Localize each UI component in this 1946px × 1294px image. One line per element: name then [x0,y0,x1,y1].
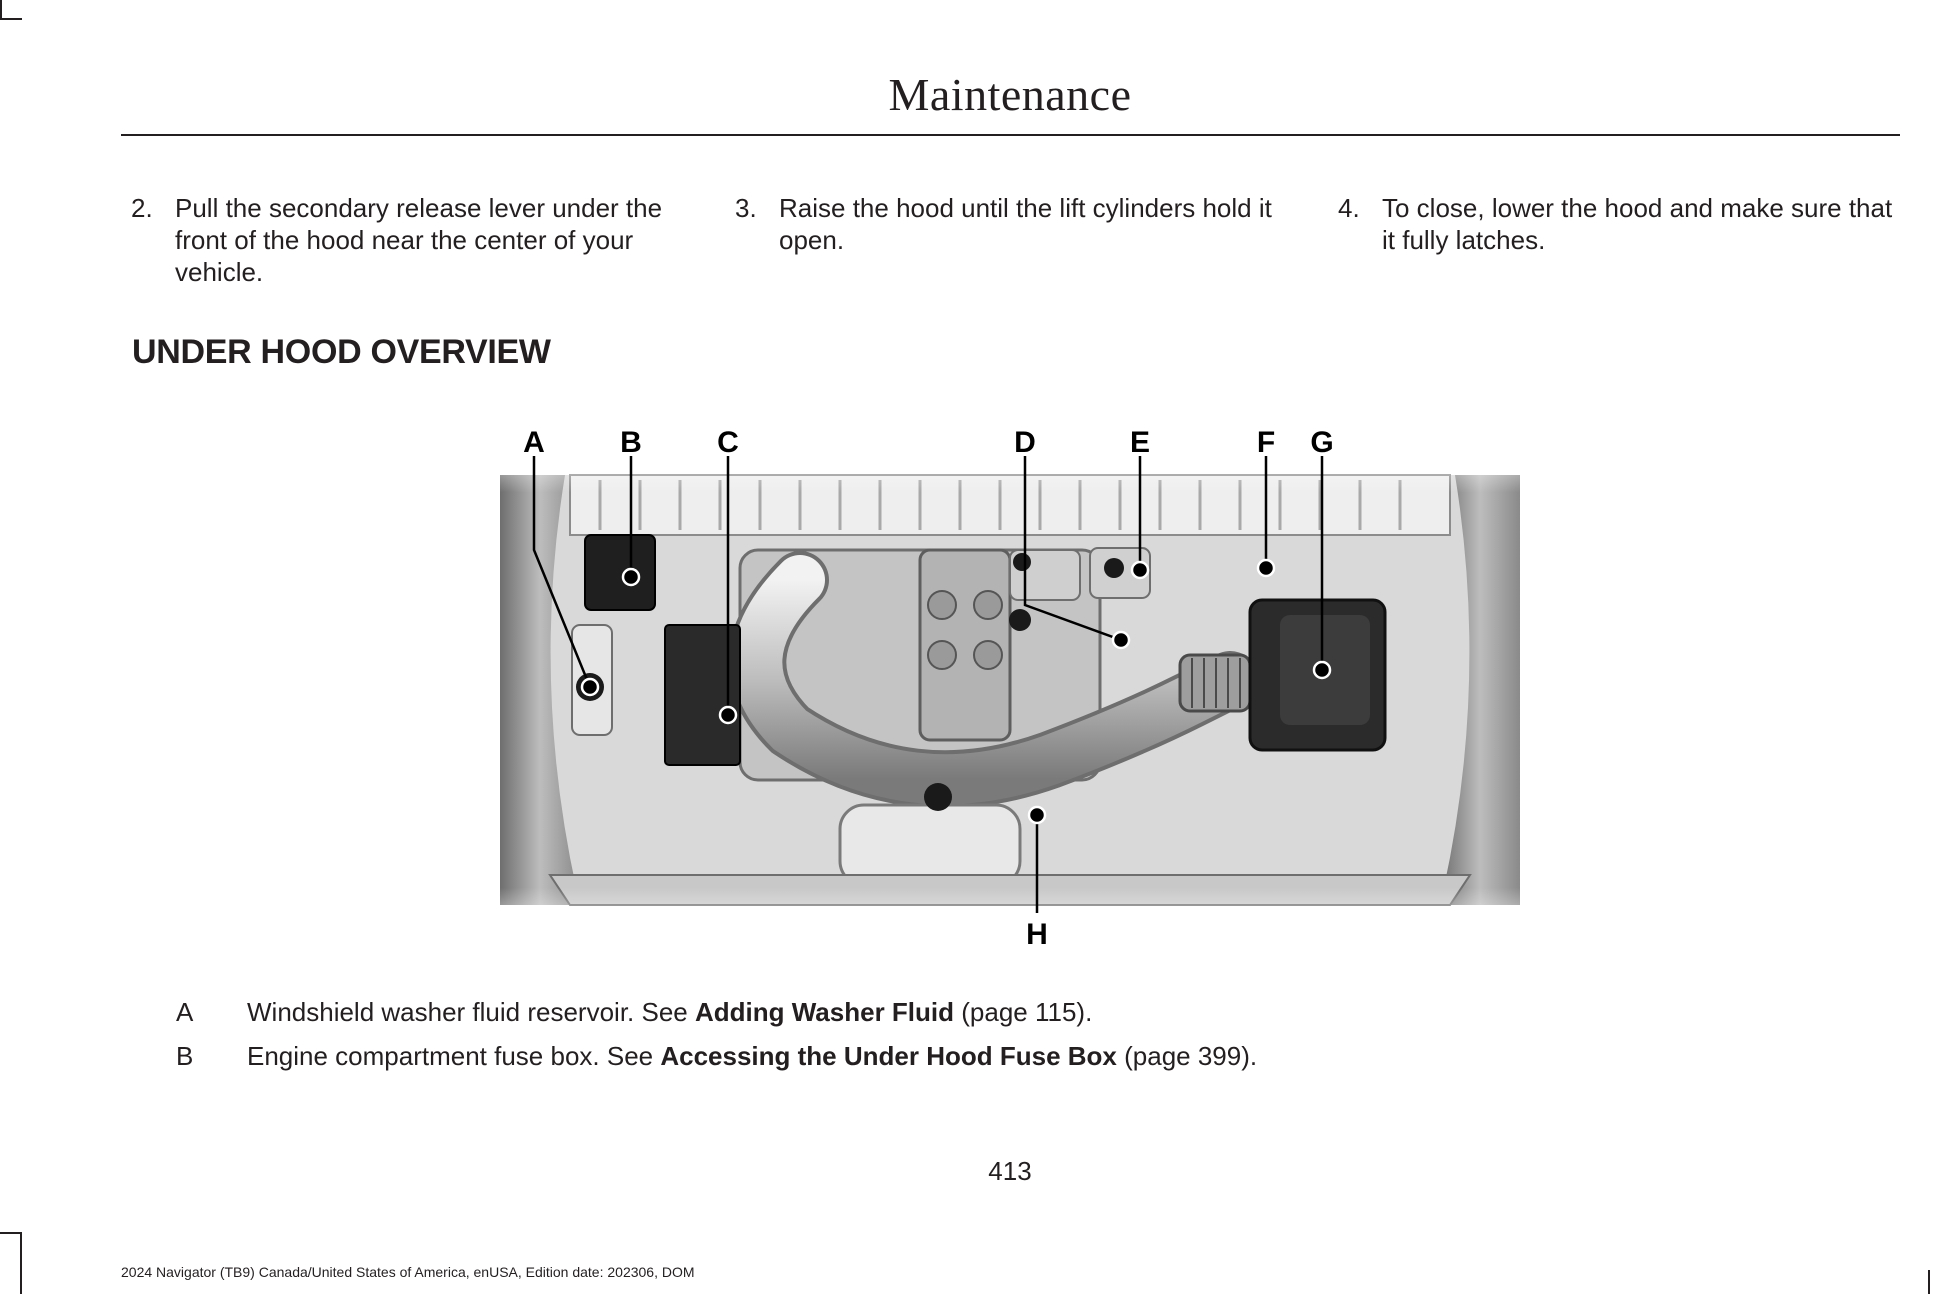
step-text: To close, lower the hood and make sure t… [1382,193,1893,255]
edge-fade [490,430,1550,950]
engine-compartment-illustration: A B C D E F G H [490,430,1550,950]
step-text: Raise the hood until the lift cylinders … [779,193,1272,255]
legend-description: Engine compartment fuse box. See Accessi… [247,1040,1257,1072]
step-text: Pull the secondary release lever under t… [175,193,663,287]
footer-edition-info: 2024 Navigator (TB9) Canada/United State… [121,1264,695,1280]
page-reference: (page 399). [1116,1041,1258,1071]
callout-dots [580,558,1332,825]
step-number: 4. [1338,193,1360,223]
title-divider [121,134,1900,136]
legend-description: Windshield washer fluid reservoir. See A… [247,996,1092,1028]
callout-leader-lines [532,456,1324,913]
crop-mark-bottom-right [1928,1270,1930,1294]
callout-label-b: B [620,430,642,459]
crop-mark-bottom-left [0,1232,22,1234]
callout-label-c: C [717,430,739,459]
callout-label-f: F [1257,430,1275,459]
callout-label-g: G [1310,430,1333,459]
page-title: Maintenance [888,69,1132,120]
legend-text: Engine compartment fuse box. See [247,1041,661,1071]
page-reference: (page 115). [954,997,1093,1027]
page-number: 413 [988,1156,1032,1186]
crop-mark-top-left [0,18,22,20]
callout-label-d: D [1014,430,1036,459]
legend-letter: B [176,1041,194,1071]
crop-mark-bottom-left [20,1232,22,1294]
cross-reference-link[interactable]: Accessing the Under Hood Fuse Box [660,1041,1117,1071]
legend-letter: A [176,997,194,1027]
callout-label-h: H [1026,918,1048,950]
cross-reference-link[interactable]: Adding Washer Fluid [694,997,955,1027]
callout-label-a: A [523,430,545,459]
step-number: 3. [735,193,757,223]
crop-mark-top-left [0,0,2,20]
callout-label-e: E [1130,430,1150,459]
step-number: 2. [131,193,153,223]
legend-text: Windshield washer fluid reservoir. See [247,997,695,1027]
section-heading: UNDER HOOD OVERVIEW [132,333,551,371]
